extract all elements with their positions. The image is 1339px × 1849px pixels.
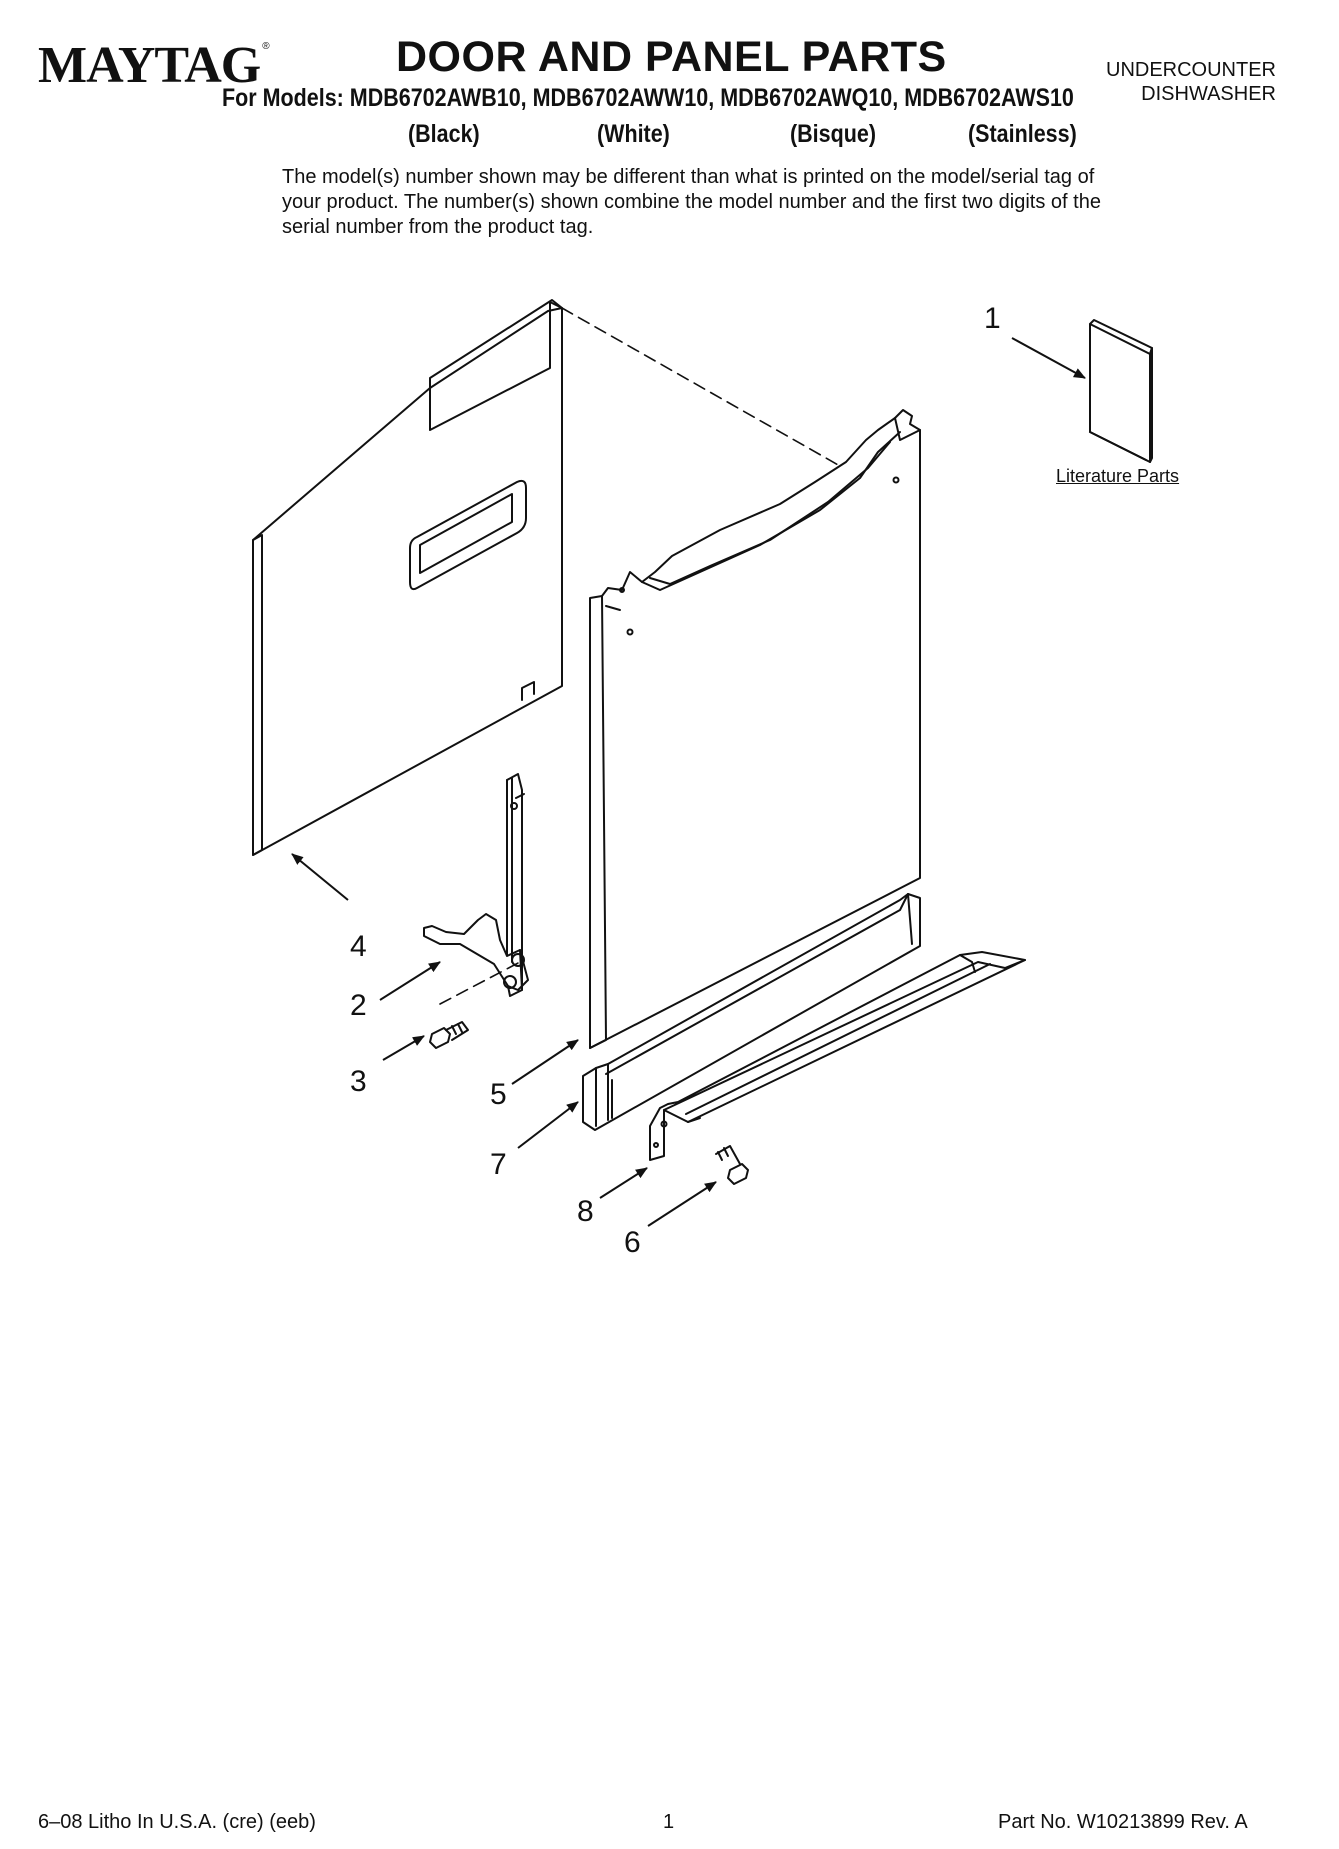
callout-arrows [291, 337, 1086, 1227]
color-stainless: (Stainless) [968, 120, 1077, 148]
inner-door-panel [252, 299, 563, 856]
callout-number-7: 7 [490, 1148, 507, 1181]
brand-logo: MAYTAG® [38, 37, 270, 94]
model-note: The model(s) number shown may be differe… [282, 166, 1101, 238]
toe-kick-panel [649, 951, 1026, 1161]
models-line: For Models: MDB6702AWB10, MDB6702AWW10, … [222, 84, 1074, 112]
color-black: (Black) [408, 120, 480, 148]
hinge-screw [429, 1021, 469, 1049]
category-line-1: UNDERCOUNTER [1106, 59, 1276, 81]
literature-booklet [1089, 319, 1153, 463]
hinge-bracket [423, 773, 529, 997]
callout-number-8: 8 [577, 1195, 594, 1228]
toe-kick-screw [715, 1145, 749, 1185]
page-title: DOOR AND PANEL PARTS [396, 33, 947, 81]
callout-number-5: 5 [490, 1078, 507, 1111]
product-category: UNDERCOUNTER DISHWASHER [1106, 58, 1276, 106]
footer-print-info: 6–08 Litho In U.S.A. (cre) (eeb) [38, 1811, 316, 1833]
category-line-2: DISHWASHER [1141, 83, 1276, 105]
callout-number-6: 6 [624, 1226, 641, 1259]
callout-number-3: 3 [350, 1065, 367, 1098]
color-white: (White) [597, 120, 670, 148]
callout-number-2: 2 [350, 989, 367, 1022]
callout-number-1: 1 [984, 302, 1001, 335]
registered-mark: ® [262, 41, 269, 52]
outer-door-panel [589, 409, 921, 1049]
literature-parts-label: Literature Parts [1056, 466, 1180, 486]
page-number: 1 [663, 1811, 675, 1833]
callout-number-4: 4 [350, 930, 367, 963]
brand-name: MAYTAG [38, 37, 261, 94]
footer-part-number: Part No. W10213899 Rev. A [998, 1811, 1248, 1833]
lower-trim-strip [582, 893, 921, 1131]
color-bisque: (Bisque) [790, 120, 876, 148]
